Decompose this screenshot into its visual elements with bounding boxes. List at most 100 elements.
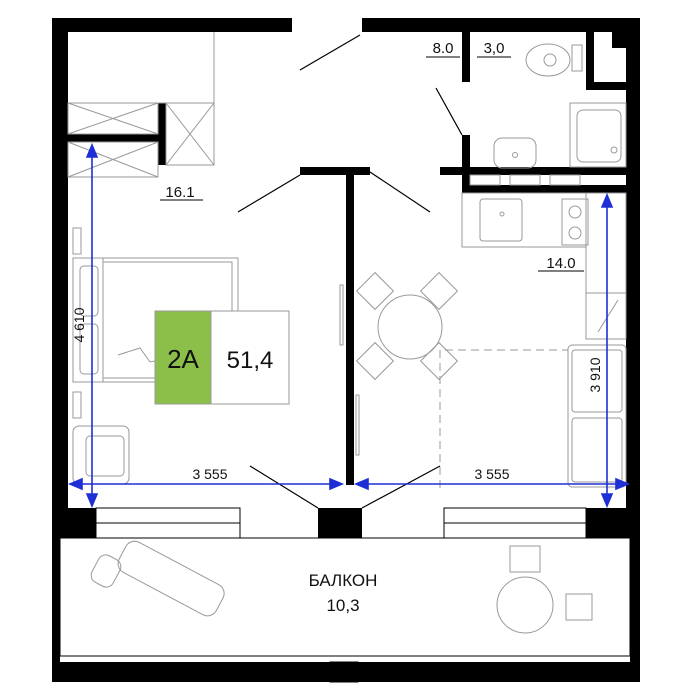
wall-right bbox=[626, 18, 640, 538]
dimension-lines bbox=[67, 142, 631, 509]
wall-panel bbox=[355, 394, 360, 456]
wall-toilet-divider bbox=[586, 32, 594, 90]
wall-toilet-bottom bbox=[586, 82, 640, 90]
wall-closet-vertical bbox=[158, 103, 166, 165]
entry-door-swing bbox=[299, 34, 361, 71]
living-rug bbox=[439, 349, 568, 488]
dim-arrow bbox=[353, 477, 369, 491]
dim-arrow bbox=[67, 477, 83, 491]
balcony-area: 10,3 bbox=[326, 596, 359, 615]
balcony-bottom-cut bbox=[329, 661, 359, 683]
nightstand-bottom bbox=[72, 391, 82, 419]
dim-arrow bbox=[329, 477, 345, 491]
nightstand-top bbox=[72, 227, 82, 255]
wall-bath-lower bbox=[462, 185, 640, 193]
wall-shaft bbox=[612, 32, 626, 48]
sofa bbox=[567, 344, 627, 488]
balcony-chair-2 bbox=[565, 593, 593, 621]
toilet-bowl bbox=[525, 43, 571, 77]
balcony-door-bedroom bbox=[249, 465, 319, 509]
bathroom-area-label: 8.0 bbox=[433, 40, 454, 57]
bathtub-inner bbox=[576, 109, 622, 163]
doors bbox=[237, 34, 463, 509]
badge-type-bg bbox=[155, 311, 211, 404]
wall-closet bbox=[68, 134, 158, 142]
armchair-seat bbox=[85, 435, 125, 477]
dim-arrow bbox=[85, 142, 99, 158]
dim-arrow bbox=[615, 477, 631, 491]
badge-border bbox=[154, 310, 290, 405]
cabinet-diag bbox=[597, 299, 619, 333]
balcony-name: БАЛКОН bbox=[309, 571, 378, 590]
balcony-table bbox=[496, 576, 554, 634]
pillow-bottom bbox=[79, 323, 99, 375]
dining-table bbox=[377, 294, 443, 360]
dim-bedroom-width-label: 3 555 bbox=[192, 466, 227, 482]
wall-bath-mid bbox=[462, 135, 470, 193]
closet-unit-lower bbox=[67, 141, 159, 178]
apartment-badge: 2А 51,4 bbox=[154, 310, 290, 405]
water-heater-1 bbox=[469, 174, 501, 186]
dim-living-width-label: 3 555 bbox=[474, 466, 509, 482]
closet-top-x2 bbox=[67, 102, 159, 135]
toilet-seat bbox=[543, 53, 557, 67]
bedroom-area-label: 16.1 bbox=[165, 184, 194, 201]
wall-bath-bottom bbox=[440, 167, 640, 175]
lounger-headrest bbox=[90, 554, 122, 588]
wall-top-right bbox=[362, 18, 640, 32]
badge-area-bg bbox=[210, 310, 290, 405]
wall-top-left bbox=[52, 18, 292, 32]
closet-lower-x2 bbox=[67, 141, 159, 178]
wall-bath-left bbox=[462, 32, 470, 82]
apartment-type: 2А bbox=[167, 344, 199, 374]
living-door-swing bbox=[369, 171, 431, 213]
sink-faucet bbox=[512, 152, 518, 158]
pillow-top bbox=[79, 265, 99, 317]
balcony-wall-bottom-right bbox=[358, 662, 640, 682]
balcony-wall-right bbox=[630, 538, 640, 682]
toilet-tank bbox=[571, 44, 583, 72]
balcony-wall-left bbox=[52, 538, 60, 682]
chair-2 bbox=[419, 271, 459, 311]
bath-door-swing bbox=[435, 87, 463, 136]
sofa-cushion-2 bbox=[571, 417, 623, 483]
lounger bbox=[117, 540, 225, 617]
kitchen-sink bbox=[479, 198, 523, 242]
closet-side-x2 bbox=[165, 102, 215, 166]
tub-drain bbox=[610, 146, 618, 154]
dim-arrow bbox=[85, 493, 99, 509]
wall-bottom-right bbox=[586, 508, 640, 538]
wall-bottom-center bbox=[318, 508, 362, 538]
chair-4 bbox=[419, 341, 459, 381]
dim-arrow bbox=[600, 493, 614, 509]
bedroom-door-swing bbox=[237, 174, 301, 213]
wall-partition-top bbox=[300, 167, 370, 175]
dim-living-depth-label: 3 910 bbox=[587, 357, 603, 392]
bathtub bbox=[569, 102, 627, 168]
chair-3 bbox=[355, 341, 395, 381]
sofa-cushion-1 bbox=[571, 349, 623, 413]
wall-left bbox=[52, 18, 68, 538]
stove bbox=[561, 198, 589, 246]
balcony-chair-1 bbox=[509, 545, 541, 573]
kitchen-area-label: 14.0 bbox=[546, 255, 575, 272]
burner-2 bbox=[568, 226, 582, 240]
bath-sink bbox=[493, 137, 537, 169]
apartment-total-area: 51,4 bbox=[227, 347, 274, 374]
dim-bedroom-depth-label: 4 610 bbox=[71, 307, 87, 342]
toilet-area-label: 3,0 bbox=[484, 40, 505, 57]
water-heater-3 bbox=[549, 174, 581, 186]
fridge bbox=[585, 192, 627, 294]
sink-drain bbox=[499, 211, 505, 217]
wall-partition bbox=[346, 167, 354, 485]
chair-1 bbox=[355, 271, 395, 311]
tv-panel bbox=[339, 284, 344, 346]
kitchen-cabinet bbox=[585, 292, 627, 340]
dim-arrow bbox=[600, 192, 614, 208]
balcony-frame bbox=[59, 537, 631, 683]
burner-1 bbox=[568, 205, 582, 219]
walls bbox=[52, 18, 640, 682]
balcony-door-living bbox=[361, 465, 441, 509]
bedroom-armchair bbox=[72, 425, 130, 485]
